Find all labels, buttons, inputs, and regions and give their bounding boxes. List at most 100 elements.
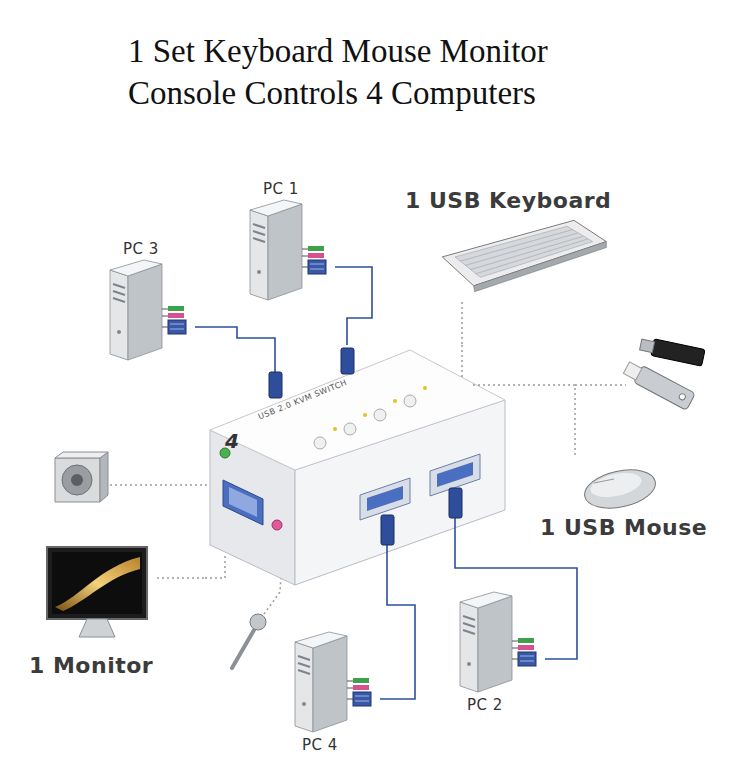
plug-stripe <box>170 324 184 325</box>
device-wire <box>157 577 205 579</box>
monitor-device: 1 Monitor <box>25 545 157 685</box>
cord <box>302 249 308 250</box>
plug-stripe <box>170 329 184 330</box>
speaker-top <box>55 452 108 458</box>
audio-plug-pink <box>353 685 369 690</box>
cable-segment <box>455 518 510 568</box>
tower-side <box>128 264 162 360</box>
speaker-wire <box>110 484 212 486</box>
drive-hole <box>678 393 686 401</box>
audio-plug-green <box>308 246 324 251</box>
cord <box>347 699 353 700</box>
cord <box>347 688 353 689</box>
switch-led <box>363 413 367 417</box>
power-button <box>467 662 471 666</box>
drive-body <box>651 339 705 366</box>
pc-label: PC 1 <box>263 180 299 198</box>
tower-illustration <box>460 592 540 692</box>
pc-cable <box>380 590 415 699</box>
key-row <box>465 233 577 265</box>
pc-label: PC 3 <box>123 240 159 258</box>
port-count: 4 <box>225 429 239 453</box>
console-vga-port <box>223 480 263 525</box>
vga-usb-plug <box>168 320 186 334</box>
key-area <box>455 226 593 277</box>
screen-swoosh <box>55 557 140 611</box>
plug-stripe <box>520 656 534 657</box>
mic-head <box>250 614 266 630</box>
plug-stripe <box>310 264 324 265</box>
mouse-device: 1 USB Mouse <box>535 455 740 550</box>
cable-segment <box>274 345 276 372</box>
plug-stripe <box>520 661 534 662</box>
cord <box>512 659 518 660</box>
plug-stripe <box>355 696 369 697</box>
mouse-body <box>581 464 659 514</box>
mouse-illustration <box>580 463 660 513</box>
flash-drive-wire <box>575 384 626 386</box>
tower-illustration <box>110 260 190 360</box>
audio-plug-green <box>353 678 369 683</box>
drive-slot <box>298 670 310 674</box>
device-label: 1 USB Keyboard <box>405 188 611 213</box>
kvm-illustration <box>205 345 510 590</box>
device-wire <box>461 302 463 345</box>
drive-body <box>633 365 695 410</box>
pc-tower: PC 3 <box>105 238 195 363</box>
switch-button <box>404 395 416 407</box>
tower-top <box>295 632 347 648</box>
device-label: 1 USB Mouse <box>540 515 707 540</box>
speaker-front <box>55 458 100 502</box>
diagram-title: 1 Set Keyboard Mouse Monitor Console Con… <box>128 30 618 114</box>
switch-button <box>314 437 326 449</box>
vga-usb-plug <box>518 652 536 666</box>
drive-slot <box>298 656 310 660</box>
keyboard-wire-segment <box>461 345 463 378</box>
pc-cable <box>335 267 372 345</box>
cord <box>512 641 518 642</box>
drive-slot <box>253 231 265 235</box>
cord <box>162 309 168 310</box>
power-button <box>302 702 306 706</box>
cord <box>347 681 353 682</box>
speaker-center <box>71 474 83 486</box>
keyboard-illustration <box>438 216 608 291</box>
pc-cable <box>510 568 577 659</box>
drive-slot <box>463 623 475 627</box>
cord <box>302 267 308 268</box>
flash-drive-icon <box>622 336 705 410</box>
audio-plug-pink <box>168 313 184 318</box>
speaker-icon <box>55 452 108 502</box>
mic-handle <box>232 630 254 668</box>
switch-led <box>393 399 397 403</box>
vga-port <box>360 478 410 520</box>
vga-usb-plug <box>308 260 326 274</box>
audio-jack-pink <box>272 520 282 530</box>
switch-top-face <box>210 350 505 470</box>
drive-slot <box>253 224 265 228</box>
silver-drive <box>622 359 695 410</box>
mouse-button-line <box>594 479 614 483</box>
drive-plug <box>640 339 655 352</box>
monitor-wire-segment <box>205 554 225 578</box>
switch-led <box>333 427 337 431</box>
tower-side <box>268 204 302 300</box>
monitor-illustration <box>45 545 150 640</box>
tower-front <box>110 270 128 360</box>
pc-cable <box>195 327 275 345</box>
monitor-stand <box>79 619 115 637</box>
drive-slot <box>298 663 310 667</box>
vga-plug <box>341 348 354 374</box>
port-pins <box>229 487 257 517</box>
drive-slot <box>113 298 125 302</box>
plug-stripe <box>310 269 324 270</box>
port-pins <box>437 462 473 487</box>
audio-plug-pink <box>308 253 324 258</box>
pc-tower: PC 4 <box>290 632 380 757</box>
pc-label: PC 2 <box>467 696 503 714</box>
audio-plug-green <box>168 306 184 311</box>
tower-illustration <box>250 200 330 300</box>
pc-tower: PC 1 <box>245 178 335 303</box>
tower-side <box>313 636 347 732</box>
